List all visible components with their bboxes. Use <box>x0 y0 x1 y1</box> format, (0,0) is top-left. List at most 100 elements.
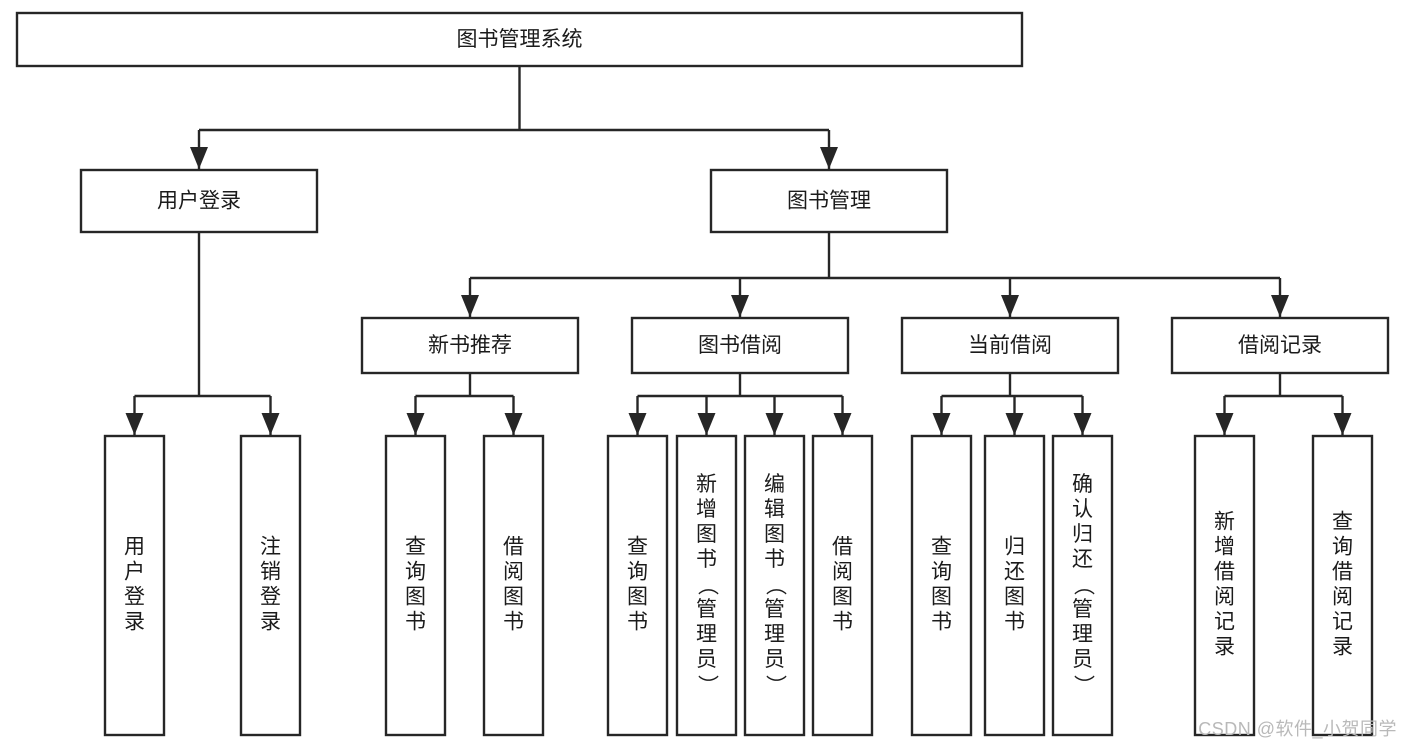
node-box <box>239 434 302 737</box>
node-box <box>983 434 1046 737</box>
node-label-char: 书 <box>405 611 426 634</box>
node-label-char: 理 <box>1072 623 1093 646</box>
node-box <box>675 434 738 737</box>
node-label-char: ） <box>1072 675 1095 696</box>
node-label-char: 询 <box>405 561 426 584</box>
node-label-char: 图 <box>405 586 426 609</box>
node-label-char: 辑 <box>764 498 785 521</box>
node-box <box>103 434 166 737</box>
node-box <box>709 168 949 234</box>
node-label-char: 理 <box>696 623 717 646</box>
node-label-char: 登 <box>260 586 281 609</box>
arrow-head-icon <box>833 413 852 435</box>
arrow-head-icon <box>731 295 749 317</box>
node-label-char: 书 <box>1004 611 1025 634</box>
node-label-char: 图 <box>832 586 853 609</box>
node-label-char: 登 <box>124 586 145 609</box>
node-label-char: 增 <box>696 498 717 521</box>
node-label-char: 书 <box>931 611 952 634</box>
node-current-borrow[interactable]: 当前借阅 <box>900 316 1120 375</box>
node-label-char: 销 <box>260 561 281 584</box>
node-label-char: 录 <box>1214 636 1235 659</box>
node-label-char: 图 <box>931 586 952 609</box>
node-label-char: 书 <box>627 611 648 634</box>
node-user-login[interactable]: 用户登录 <box>79 168 319 234</box>
node-label: 图书管理 <box>787 190 871 213</box>
node-label: 新书推荐 <box>428 334 512 357</box>
node-borrow-record[interactable]: 借阅记录 <box>1170 316 1390 375</box>
node-label-char: 确 <box>1072 473 1093 496</box>
node-label-char: 书 <box>696 548 717 571</box>
node-label-char: 用 <box>124 536 145 559</box>
node-box <box>811 434 874 737</box>
node-label-char: 书 <box>503 611 524 634</box>
node-label-char: 借 <box>1214 561 1235 584</box>
arrow-head-icon <box>697 413 716 435</box>
node-label-char: ） <box>696 675 719 696</box>
node-book-borrow[interactable]: 图书借阅 <box>630 316 850 375</box>
node-label-char: 借 <box>832 536 853 559</box>
node-label: 借阅记录 <box>1238 334 1322 357</box>
node-label-char: 新 <box>1214 511 1235 534</box>
node-box <box>900 316 1120 375</box>
node-book-manage[interactable]: 图书管理 <box>709 168 949 234</box>
node-label-char: 阅 <box>503 561 524 584</box>
node-label-char: 录 <box>124 611 145 634</box>
node-label-char: 户 <box>124 561 145 584</box>
node-label: 当前借阅 <box>968 334 1052 357</box>
node-label-char: 归 <box>1072 523 1093 546</box>
arrow-head-icon <box>1333 413 1352 435</box>
arrow-head-icon <box>628 413 647 435</box>
node-label-char: （ <box>696 575 719 596</box>
node-box <box>482 434 545 737</box>
node-box <box>79 168 319 234</box>
node-root[interactable]: 图书管理系统 <box>15 11 1024 68</box>
node-label-char: 员 <box>764 648 785 671</box>
node-label-char: 管 <box>696 598 717 621</box>
arrow-head-icon <box>190 147 208 169</box>
node-label-char: 还 <box>1072 548 1093 571</box>
node-label-char: 管 <box>1072 598 1093 621</box>
node-label-char: 询 <box>931 561 952 584</box>
arrow-head-icon <box>765 413 784 435</box>
node-label-char: ） <box>764 675 787 696</box>
node-box <box>1051 434 1114 737</box>
node-label: 用户登录 <box>157 190 241 213</box>
node-box <box>630 316 850 375</box>
node-box <box>1170 316 1390 375</box>
node-label-char: 查 <box>405 536 426 559</box>
node-leaf-user-login[interactable]: 用户登录 <box>103 434 166 737</box>
arrow-head-icon <box>125 413 144 435</box>
node-label-char: 图 <box>503 586 524 609</box>
arrow-head-icon <box>820 147 838 169</box>
node-label-char: 员 <box>1072 648 1093 671</box>
arrow-head-icon <box>1001 295 1019 317</box>
node-label-char: 阅 <box>1214 586 1235 609</box>
node-box <box>606 434 669 737</box>
node-label-char: 记 <box>1332 611 1353 634</box>
node-box <box>384 434 447 737</box>
node-layer: 图书管理系统用户登录图书管理新书推荐图书借阅当前借阅借阅记录用户登录注销登录查询… <box>15 11 1390 737</box>
node-label-char: 注 <box>260 536 281 559</box>
node-label-char: 图 <box>627 586 648 609</box>
arrow-head-icon <box>932 413 951 435</box>
node-label: 图书管理系统 <box>457 28 583 51</box>
node-label-char: 询 <box>627 561 648 584</box>
node-new-book-rec[interactable]: 新书推荐 <box>360 316 580 375</box>
node-box <box>15 11 1024 68</box>
node-label-char: 图 <box>1004 586 1025 609</box>
arrow-head-icon <box>1005 413 1024 435</box>
node-label-char: 管 <box>764 598 785 621</box>
